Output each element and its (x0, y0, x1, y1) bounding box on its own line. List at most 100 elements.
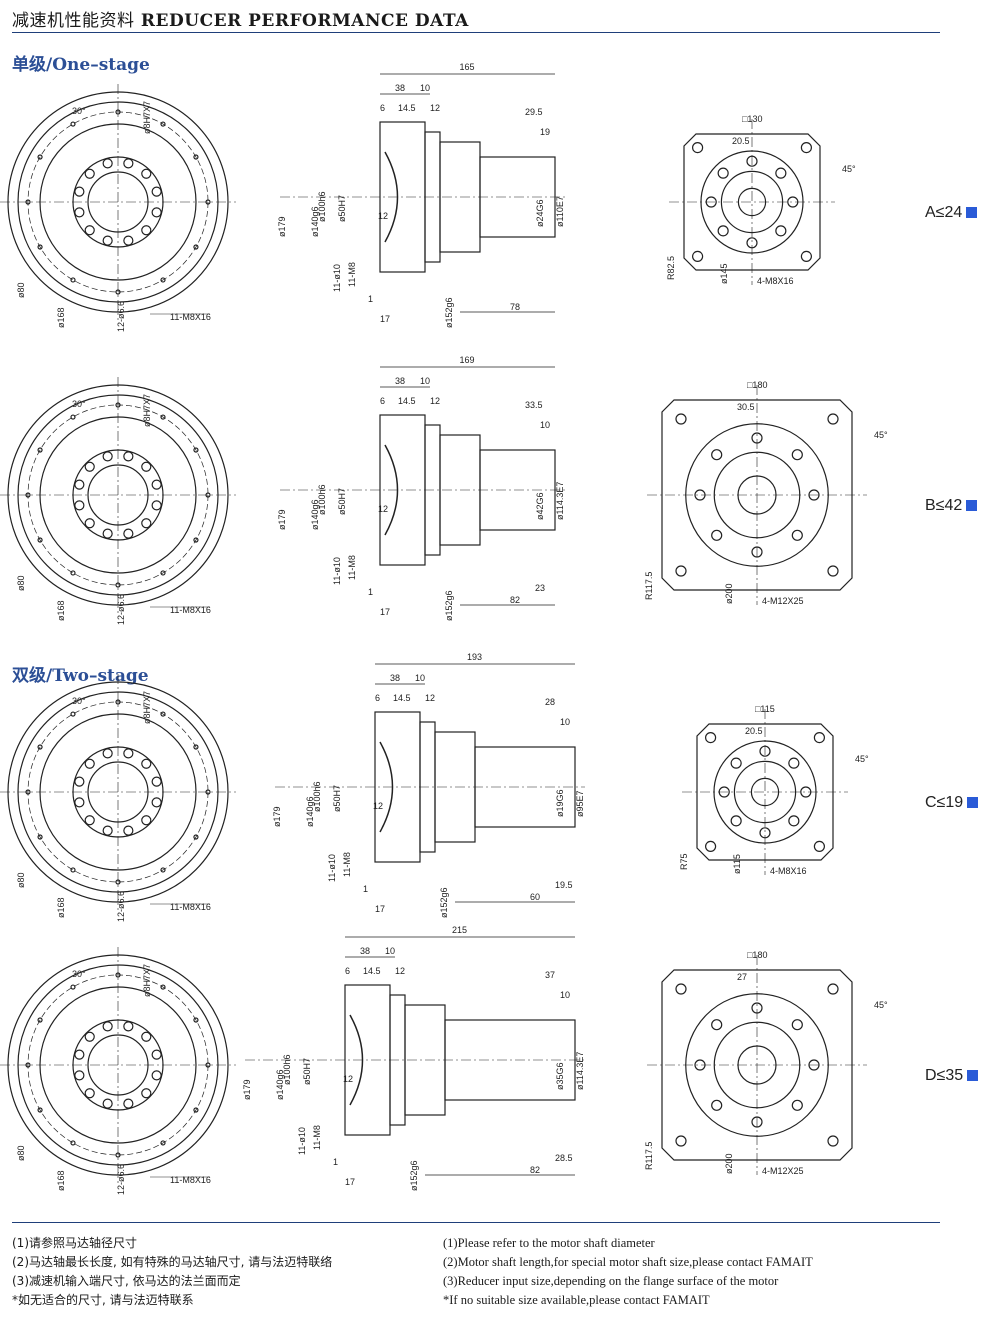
dim-label: 11-M8 (347, 555, 357, 580)
diameter-label: ø100h6 (282, 1054, 292, 1085)
diameter-label: ø115 (732, 854, 742, 874)
dim-label: 11-ø10 (327, 854, 337, 882)
outer-diameter-label: ø179 (277, 216, 287, 237)
size-code-label: D≤35 (925, 1067, 979, 1085)
dim-label: 6 (375, 693, 380, 703)
dim-label: 10 (420, 83, 430, 93)
dim-label: 10 (420, 376, 430, 386)
notes-chinese: (1)请参照马达轴径尺寸 (2)马达轴最长长度, 如有特殊的马达轴尺寸, 请与法… (12, 1234, 332, 1310)
flange-label: ø152g6 (444, 590, 454, 621)
dim-label: 10 (540, 420, 550, 430)
dim-label: 10 (415, 673, 425, 683)
input-diameter-label: ø95E7 (575, 790, 585, 817)
dim-label: 11-ø10 (332, 264, 342, 292)
dim-label: 10 (560, 717, 570, 727)
marker-square-icon (966, 207, 978, 219)
bolt-label: 4-M12X25 (762, 596, 804, 606)
note-item: (2)马达轴最长长度, 如有特殊的马达轴尺寸, 请与法迈特联络 (12, 1255, 333, 1269)
dim-total: 193 (467, 652, 482, 662)
thread-label: 11-M8X16 (170, 312, 211, 322)
dim-label: 11-M8 (312, 1125, 322, 1150)
dim-total: 169 (460, 355, 475, 365)
dim-label: 12 (395, 966, 405, 976)
section-title-one-stage: 单级/One–stage (12, 55, 150, 75)
dim-total: 215 (452, 925, 467, 935)
diameter-label: ø140g6 (310, 206, 320, 237)
hole-label: 12-ø6.6 (116, 891, 126, 922)
square-size-label: □115 (755, 704, 775, 714)
dim-label: 38 (395, 83, 405, 93)
dim-label: 12 (430, 396, 440, 406)
dim-label: 12 (378, 504, 388, 514)
dim-label: 19.5 (555, 880, 573, 890)
dim-label: 14.5 (393, 693, 411, 703)
diameter-label: ø80 (16, 282, 26, 298)
angle-label: 30° (72, 696, 86, 706)
dim-label: 12 (430, 103, 440, 113)
dim-label: 11-M8 (347, 262, 357, 287)
angle-label: 45° (874, 1000, 888, 1010)
hole-label: 12-ø6.6 (116, 301, 126, 332)
dim-label: 10 (385, 946, 395, 956)
radius-label: R75 (679, 853, 689, 870)
bolt-label: 4-M8X16 (770, 866, 807, 876)
dim-label: 12 (378, 211, 388, 221)
note-item: (3)Reducer input size,depending on the f… (443, 1274, 779, 1288)
note-item: (1)请参照马达轴径尺寸 (12, 1236, 137, 1250)
dim-label: 11-ø10 (332, 557, 342, 585)
dim-label: 1 (368, 587, 373, 597)
marker-square-icon (967, 797, 979, 809)
angle-label: 45° (874, 430, 888, 440)
size-code-label: C≤19 (925, 794, 979, 812)
angle-label: 45° (855, 754, 869, 764)
diameter-label: ø50H7 (337, 488, 347, 515)
diameter-label: ø80 (16, 1145, 26, 1161)
dim-label: 14.5 (363, 966, 381, 976)
dim-label: 37 (545, 970, 555, 980)
pin-hole-label: ø8H7X7 (142, 394, 152, 427)
square-size-label: □180 (747, 950, 767, 960)
dim-label: 82 (530, 1165, 540, 1175)
dim-label: 20.5 (732, 136, 750, 146)
dim-label: 6 (380, 396, 385, 406)
input-diameter-label: ø42G6 (535, 492, 545, 520)
bolt-label: 4-M8X16 (757, 276, 794, 286)
dim-label: 11-ø10 (297, 1127, 307, 1155)
diameter-label: ø50H7 (337, 195, 347, 222)
diameter-label: ø140g6 (305, 796, 315, 827)
dim-label: 17 (380, 607, 390, 617)
input-diameter-label: ø114.3E7 (555, 482, 565, 520)
note-item: *如无适合的尺寸, 请与法迈特联系 (12, 1293, 194, 1307)
dim-label: 17 (380, 314, 390, 324)
pin-hole-label: ø8H7X7 (142, 691, 152, 724)
angle-label: 30° (72, 399, 86, 409)
note-item: (2)Motor shaft length,for special motor … (443, 1255, 813, 1269)
dim-label: 14.5 (398, 103, 416, 113)
angle-label: 30° (72, 106, 86, 116)
note-item: (1)Please refer to the motor shaft diame… (443, 1236, 655, 1250)
dim-label: 30.5 (737, 402, 755, 412)
hole-label: 12-ø6.6 (116, 1164, 126, 1195)
hole-label: 12-ø6.6 (116, 594, 126, 625)
dim-label: 20.5 (745, 726, 763, 736)
diameter-label: ø80 (16, 872, 26, 888)
dim-label: 11-M8 (342, 852, 352, 877)
pin-hole-label: ø8H7X7 (142, 964, 152, 997)
dim-label: 1 (333, 1157, 338, 1167)
dim-label: 19 (540, 127, 550, 137)
thread-label: 11-M8X16 (170, 605, 211, 615)
dim-label: 38 (395, 376, 405, 386)
diameter-label: ø200 (724, 583, 734, 604)
thread-label: 11-M8X16 (170, 1175, 211, 1185)
diameter-label: ø168 (56, 307, 66, 328)
size-code-label: B≤42 (925, 497, 978, 515)
dim-total: 165 (460, 62, 475, 72)
page-title: 减速机性能资料 REDUCER PERFORMANCE DATA (12, 11, 469, 31)
radius-label: R82.5 (666, 256, 676, 280)
diameter-label: ø168 (56, 1170, 66, 1191)
dim-label: 6 (345, 966, 350, 976)
angle-label: 30° (72, 969, 86, 979)
